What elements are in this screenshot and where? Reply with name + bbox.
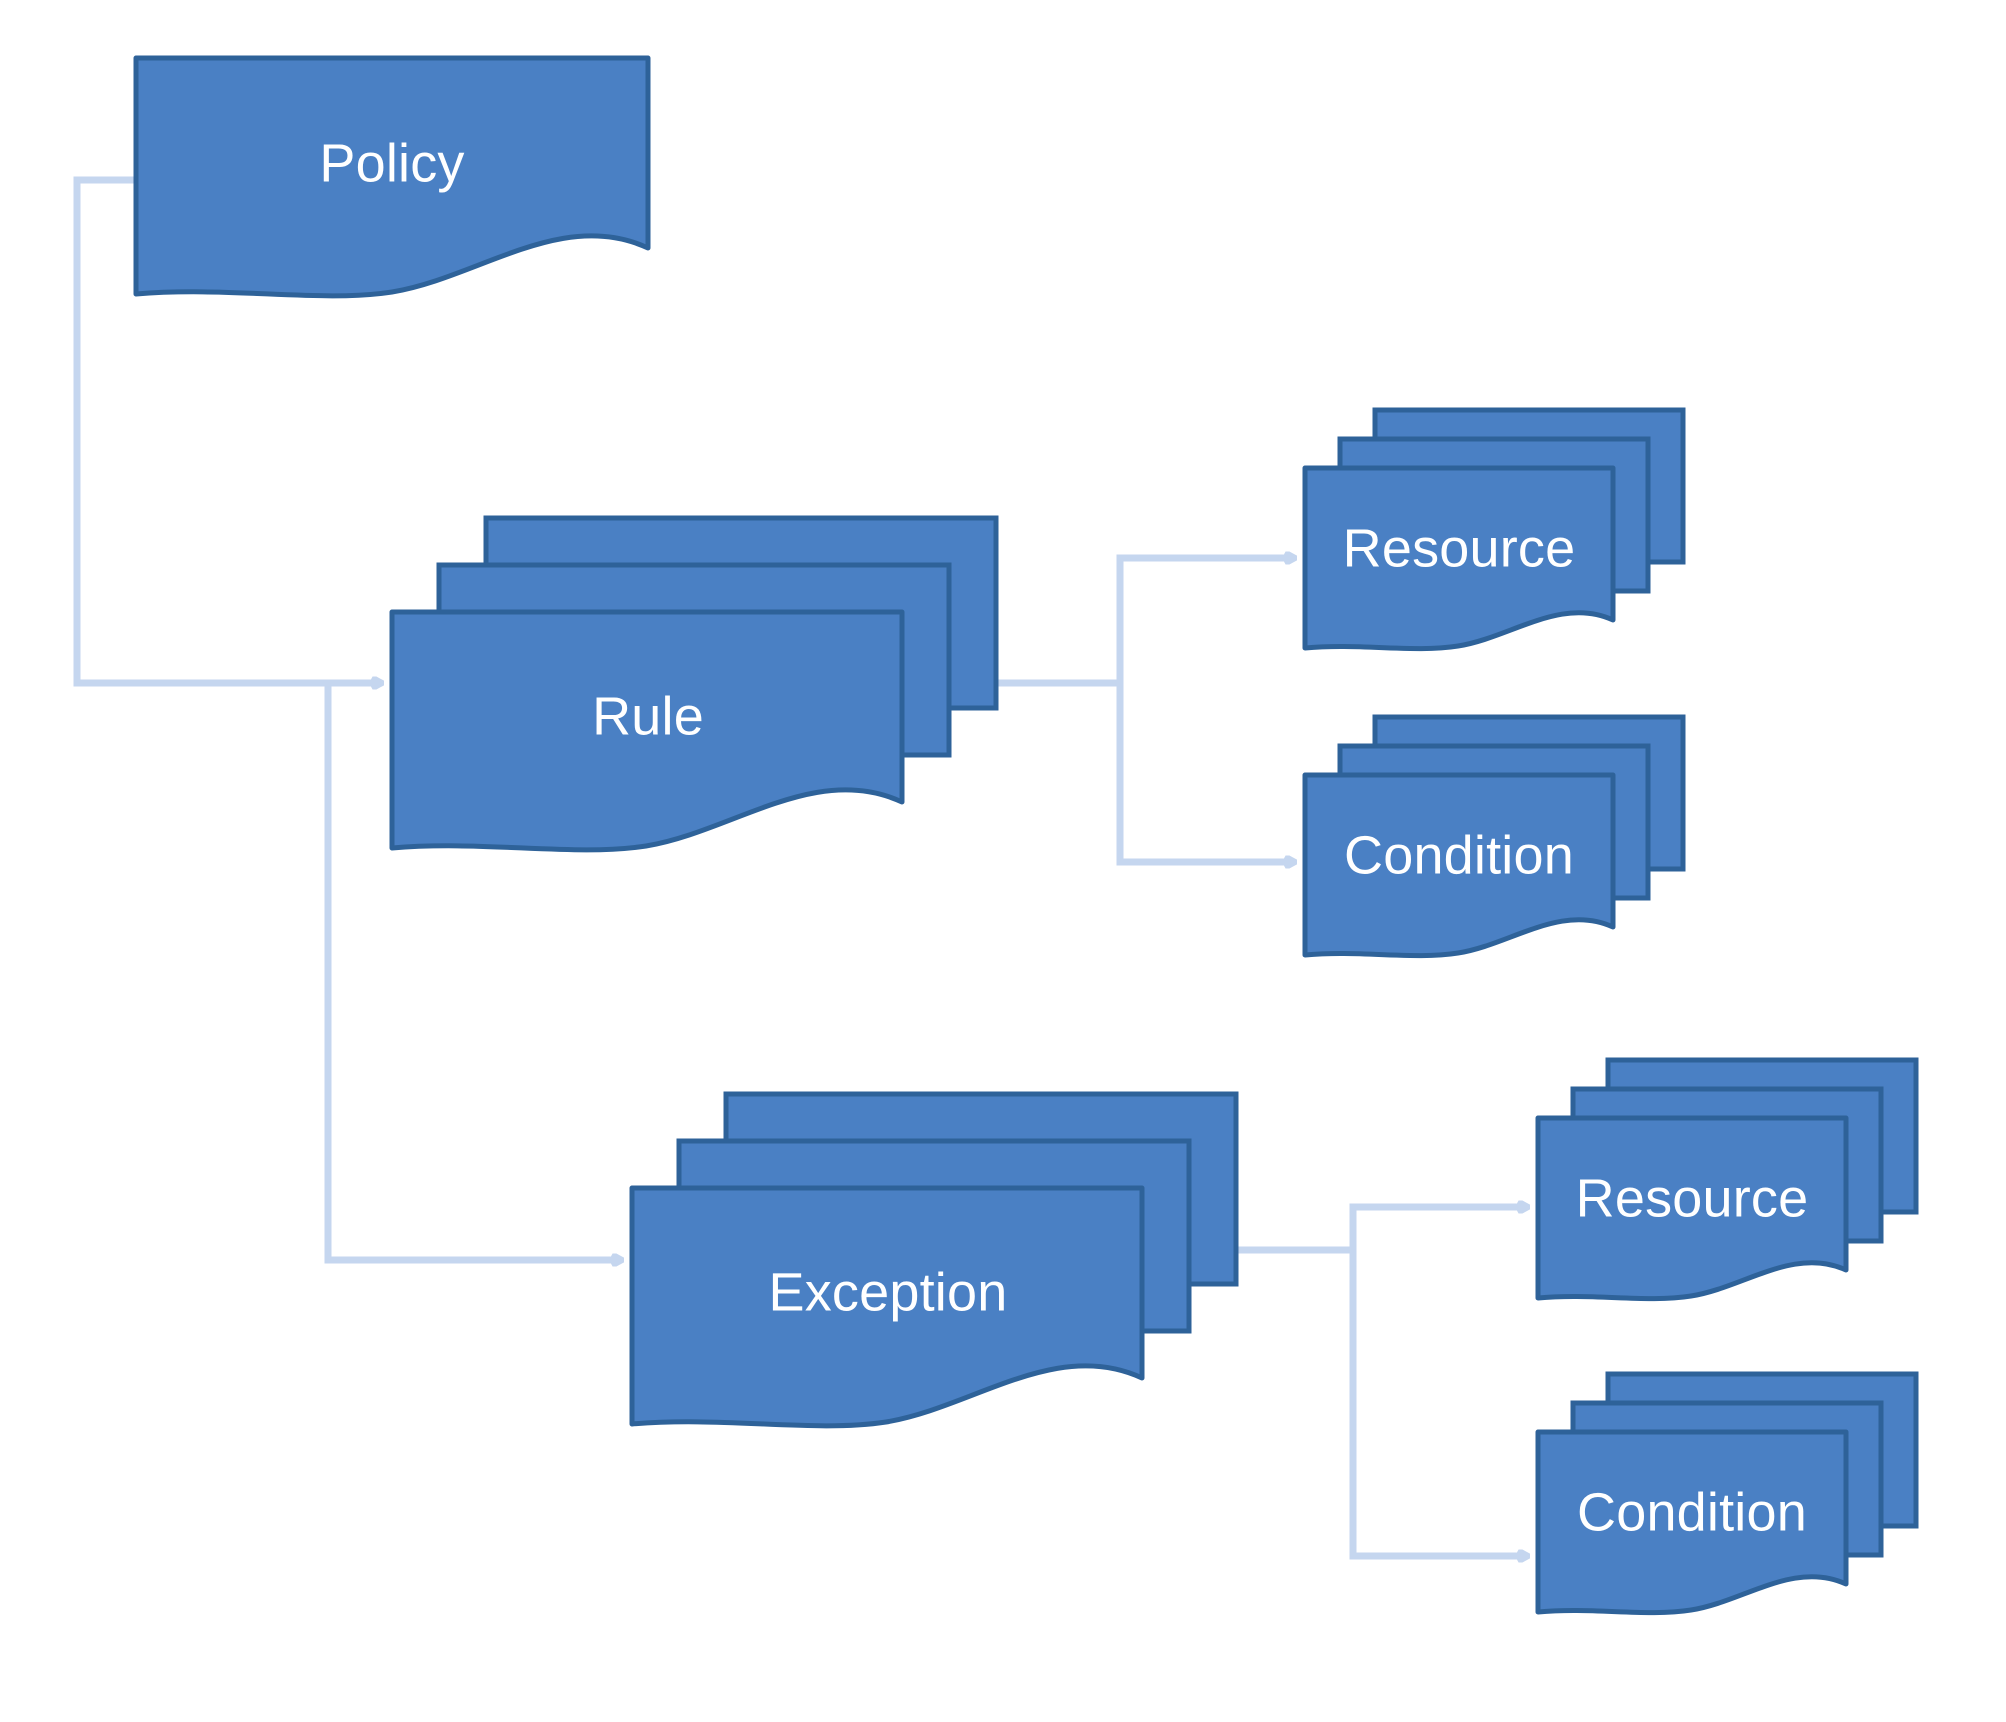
node-policy[interactable]: Policy	[133, 55, 651, 299]
node-exception-resource[interactable]: Resource	[1535, 1057, 1919, 1302]
connector-policy-to-rule	[73, 176, 382, 683]
rule-condition-document-shape	[1302, 772, 1616, 959]
connector-rule-to-condition	[1116, 683, 1295, 862]
exception-condition-document-shape	[1535, 1429, 1849, 1616]
rule-resource-label: Resource	[1343, 518, 1576, 578]
connector-rule-to-resource	[990, 558, 1295, 687]
exception-label: Exception	[769, 1262, 1008, 1322]
exception-document-shape	[629, 1185, 1145, 1429]
node-exception[interactable]: Exception	[629, 1091, 1239, 1429]
rule-document-shape	[389, 609, 905, 853]
rule-label: Rule	[592, 686, 704, 746]
connector-exception-to-resource	[1230, 1207, 1528, 1254]
node-rule-condition[interactable]: Condition	[1302, 714, 1686, 959]
node-rule[interactable]: Rule	[389, 515, 999, 853]
policy-document-shape	[133, 55, 651, 299]
exception-resource-label: Resource	[1576, 1168, 1809, 1228]
connector-policy-to-exception	[324, 683, 622, 1260]
connector-layer	[73, 176, 1528, 1556]
node-rule-resource[interactable]: Resource	[1302, 407, 1686, 652]
connector-exception-to-condition	[1349, 1250, 1528, 1556]
policy-label: Policy	[319, 133, 464, 193]
exception-condition-label: Condition	[1577, 1482, 1807, 1542]
rule-resource-document-shape	[1302, 465, 1616, 652]
node-exception-condition[interactable]: Condition	[1535, 1371, 1919, 1616]
exception-resource-document-shape	[1535, 1115, 1849, 1302]
rule-condition-label: Condition	[1344, 825, 1574, 885]
